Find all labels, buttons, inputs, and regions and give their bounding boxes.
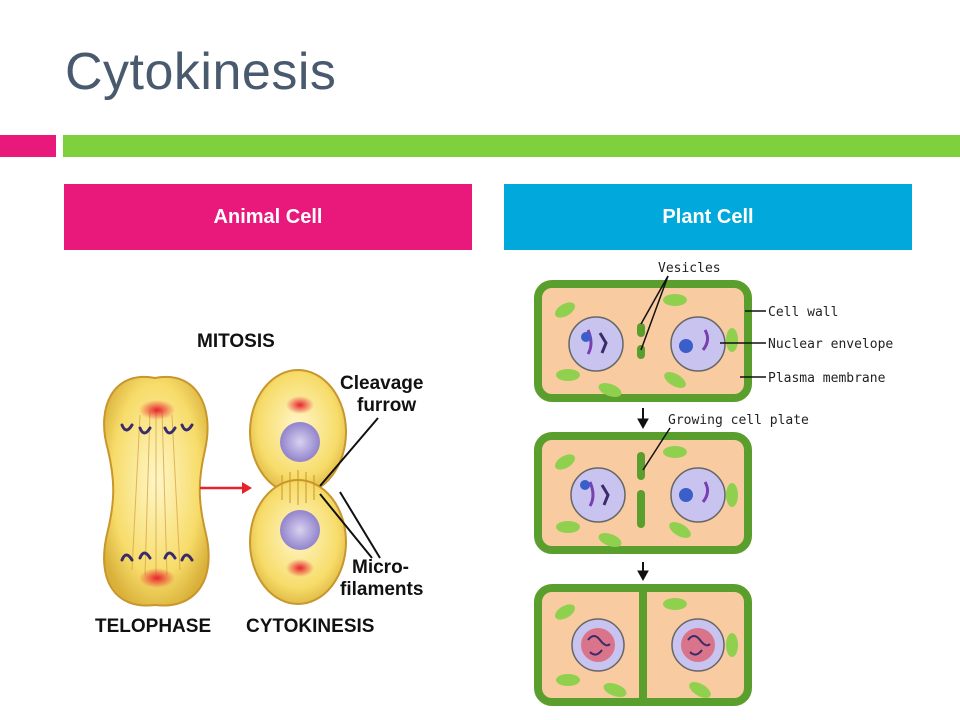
micro-label-line1: Micro- [352,557,409,578]
animal-cell-header: Animal Cell [64,184,472,250]
vesicles-leader-2 [640,275,669,351]
growing-cell-plate-leader [642,427,671,471]
cleavage-leader-line [319,417,379,487]
telophase-chromosomes-bottom [120,551,194,562]
cytokinesis-label: CYTOKINESIS [246,616,374,637]
accent-bar-pink [0,135,56,157]
micro-leader-line-2 [339,491,381,559]
daughter-centrosome-bottom [286,559,314,577]
growing-cell-plate-label: Growing cell plate [668,413,809,428]
mitosis-heading: MITOSIS [197,331,275,352]
cell-wall-label: Cell wall [768,305,838,320]
nuclear-envelope-label: Nuclear envelope [768,337,893,352]
vesicles-label: Vesicles [658,261,721,276]
micro-label-line2: filaments [340,579,423,600]
plant-cell-header: Plant Cell [504,184,912,250]
plant-stage-arrows [637,408,649,582]
plant-cytokinesis-figure: Vesicles Cell wall Nuclear envelope Plas… [534,261,893,706]
plant-cell-header-label: Plant Cell [662,205,754,228]
plant-stage-2 [534,432,752,554]
plant-stage-3 [534,584,752,706]
daughter-nucleus-bottom [280,510,320,550]
transition-arrow [200,482,252,494]
midbody-fibers [281,470,315,505]
micro-leader-line-1 [319,493,373,559]
slide-title: Cytokinesis [65,43,337,101]
animal-mitosis-figure: MITOSIS Cleavage [95,331,429,637]
cleavage-label-line2: furrow [357,395,416,416]
cleavage-furrow-label: Cleavage furrow [340,373,429,416]
telophase-chromosomes-top [120,423,194,435]
plasma-membrane-label: Plasma membrane [768,371,886,386]
plant-stage-1 [534,280,752,402]
vesicles-leader-1 [640,275,669,325]
telophase-spindle-fibers [131,409,181,576]
cleavage-label-line1: Cleavage [340,373,423,394]
animal-cell-header-label: Animal Cell [213,205,323,228]
daughter-centrosome-top [286,396,314,414]
accent-bar-green [63,135,960,157]
telophase-centrosome-bottom [139,568,175,588]
daughter-nucleus-top [280,422,320,462]
telophase-centrosome-top [139,400,175,420]
microfilaments-label: Micro- filaments [340,557,423,600]
telophase-label: TELOPHASE [95,616,211,637]
